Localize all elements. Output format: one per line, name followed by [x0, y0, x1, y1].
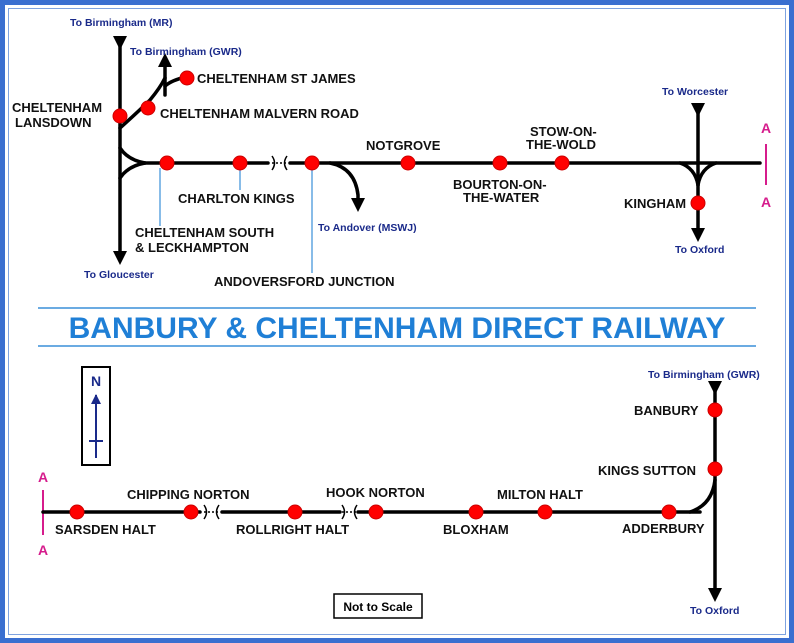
label-cheltenham-lansdown-1: CHELTENHAM: [12, 100, 102, 115]
lansdown-curve-south: [118, 161, 147, 180]
station-cheltenham-malvern-road: [140, 100, 156, 116]
label-cheltenham-south-1: CHELTENHAM SOUTH: [135, 225, 274, 240]
station-notgrove: [400, 155, 416, 171]
label-notgrove: NOTGROVE: [366, 138, 441, 153]
malvern-road-branch: [118, 76, 167, 130]
label-stow-2: THE-WOLD: [526, 137, 596, 152]
lower-track: [41, 381, 722, 602]
station-kings-sutton: [707, 461, 723, 477]
label-hook-norton: HOOK NORTON: [326, 485, 425, 500]
station-kingham: [690, 195, 706, 211]
label-chipping-norton: CHIPPING NORTON: [127, 487, 250, 502]
label-banbury: BANBURY: [634, 403, 699, 418]
label-adderbury: ADDERBURY: [622, 521, 705, 536]
adderbury-curve: [688, 478, 717, 514]
section-marker-a-lower-top: A: [38, 469, 48, 485]
label-cheltenham-lansdown-2: LANSDOWN: [15, 115, 92, 130]
not-to-scale-note: Not to Scale: [343, 600, 413, 614]
station-milton-halt: [537, 504, 553, 520]
dir-birmingham-gwr: To Birmingham (GWR): [130, 46, 242, 58]
label-rollright-halt: ROLLRIGHT HALT: [236, 522, 349, 537]
diagram-title: BANBURY & CHELTENHAM DIRECT RAILWAY: [69, 312, 726, 345]
station-chipping-norton: [183, 504, 199, 520]
label-cheltenham-st-james: CHELTENHAM ST JAMES: [197, 71, 356, 86]
andover-branch: [328, 161, 365, 212]
label-kings-sutton: KINGS SUTTON: [598, 463, 696, 478]
dir-andover: To Andover (MSWJ): [318, 222, 417, 234]
station-charlton-kings: [232, 155, 248, 171]
dir-birmingham-mr: To Birmingham (MR): [70, 17, 172, 29]
north-arrow-icon: [91, 394, 101, 404]
label-bourton-1: BOURTON-ON-: [453, 177, 547, 192]
label-bloxham: BLOXHAM: [443, 522, 509, 537]
station-rollright-halt: [287, 504, 303, 520]
station-bourton: [492, 155, 508, 171]
label-andoversford-junction: ANDOVERSFORD JUNCTION: [214, 274, 395, 289]
station-andoversford-junction: [304, 155, 320, 171]
dir-birmingham-gwr-east: To Birmingham (GWR): [648, 369, 760, 381]
label-bourton-2: THE-WATER: [463, 190, 540, 205]
label-sarsden-halt: SARSDEN HALT: [55, 522, 156, 537]
tunnel-west-mark: [271, 155, 276, 171]
label-cheltenham-malvern-road: CHELTENHAM MALVERN ROAD: [160, 106, 359, 121]
station-banbury: [707, 402, 723, 418]
dir-oxford-kingham: To Oxford: [675, 244, 724, 256]
not-to-scale-box: [333, 593, 423, 619]
section-marker-a-upper-bottom: A: [761, 194, 771, 210]
kingham-curve-west: [678, 161, 700, 187]
station-cheltenham-lansdown: [112, 108, 128, 124]
north-compass: N: [81, 366, 111, 466]
label-stow-1: STOW-ON-: [530, 124, 597, 139]
station-cheltenham-st-james: [179, 70, 195, 86]
station-cheltenham-south: [159, 155, 175, 171]
label-milton-halt: MILTON HALT: [497, 487, 583, 502]
kingham-curve-east: [696, 161, 718, 187]
dir-gloucester: To Gloucester: [84, 269, 154, 281]
station-sarsden-halt: [69, 504, 85, 520]
station-adderbury: [661, 504, 677, 520]
station-stow: [554, 155, 570, 171]
section-marker-a-upper-top: A: [761, 120, 771, 136]
station-bloxham: [468, 504, 484, 520]
compass-label: N: [91, 373, 101, 389]
dir-oxford-east: To Oxford: [690, 605, 739, 617]
lansdown-curve-north: [118, 146, 147, 165]
section-marker-a-lower-bottom: A: [38, 542, 48, 558]
label-charlton-kings: CHARLTON KINGS: [178, 191, 295, 206]
label-kingham: KINGHAM: [624, 196, 686, 211]
dir-worcester: To Worcester: [662, 86, 728, 98]
label-cheltenham-south-2: & LECKHAMPTON: [135, 240, 249, 255]
station-hook-norton: [368, 504, 384, 520]
